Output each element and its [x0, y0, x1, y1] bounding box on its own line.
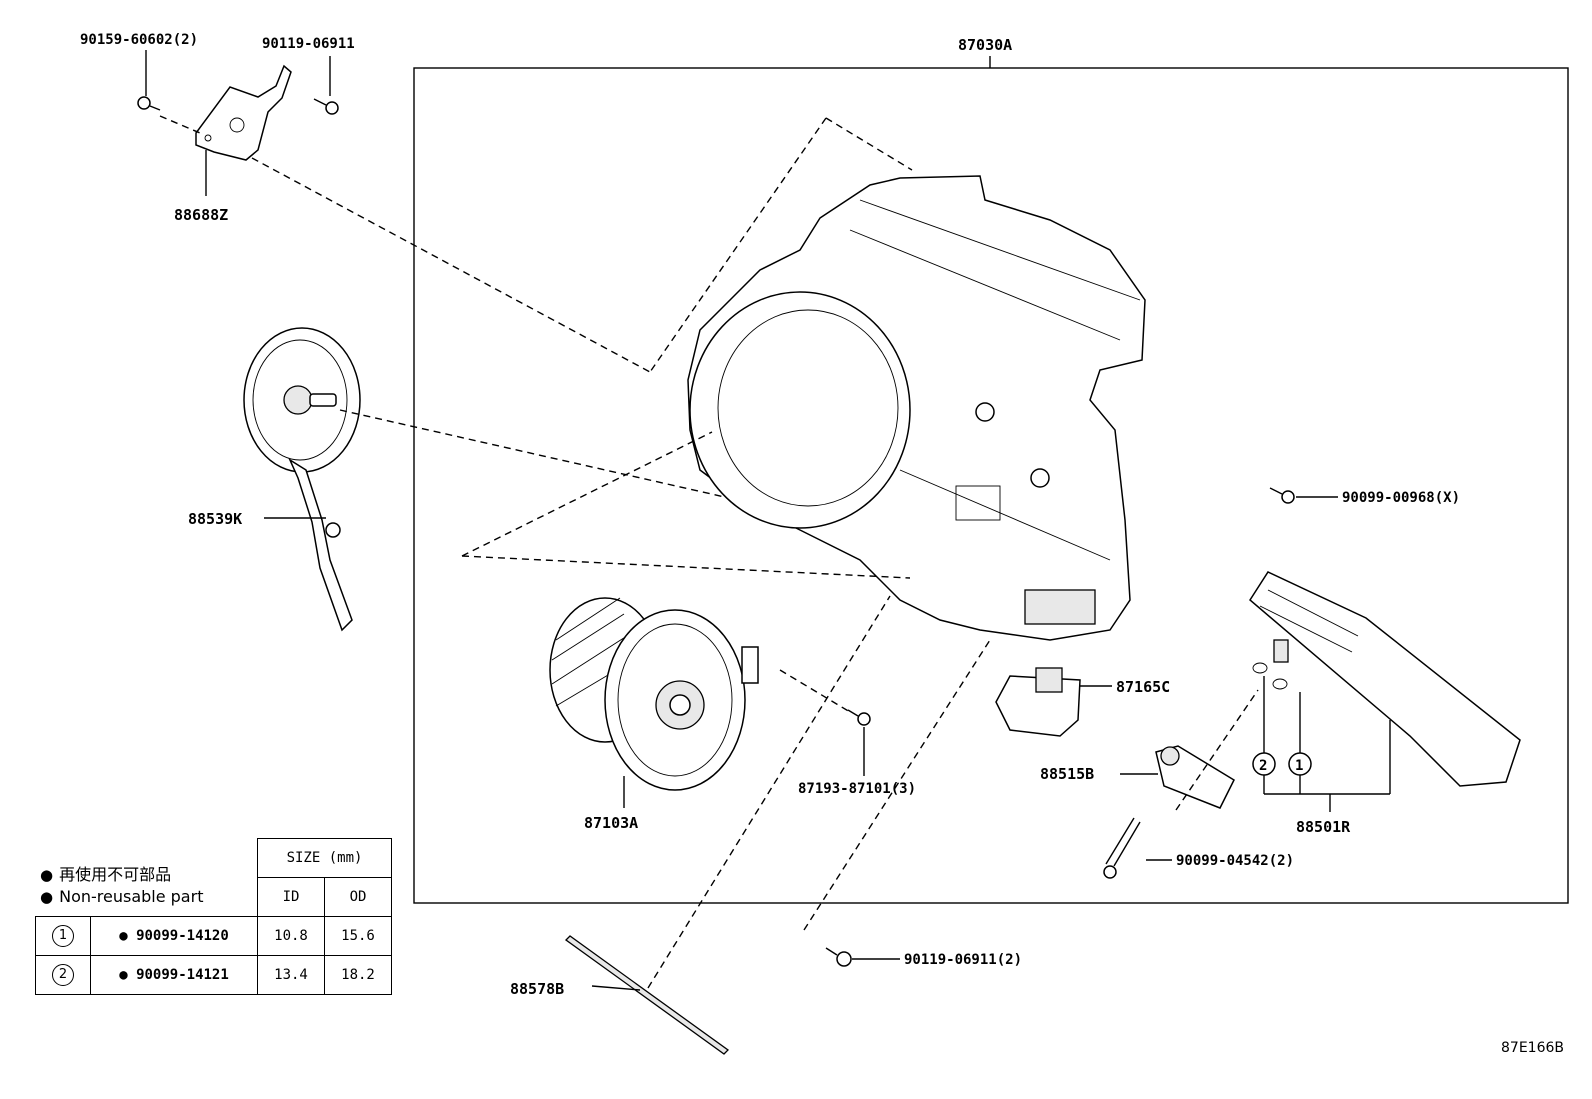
- screw-icon: [847, 709, 871, 726]
- size-table: SIZE (mm) ID OD 1 ● 90099-14120 10.8 15.…: [35, 838, 392, 995]
- label-88539K: 88539K: [188, 510, 242, 528]
- svg-text:2: 2: [1259, 758, 1267, 774]
- label-90099-00968: 90099-00968(X): [1342, 490, 1460, 506]
- actuator-shape: [995, 667, 1081, 737]
- col-id: ID: [257, 877, 325, 917]
- screw-icon: [137, 96, 161, 111]
- diagram-ref-code: 87E166B: [1501, 1040, 1564, 1056]
- row-id: 13.4: [257, 955, 325, 995]
- row-od: 15.6: [324, 916, 392, 956]
- screw-icon: [1269, 487, 1295, 504]
- bracket-shape: [195, 64, 292, 161]
- blower-fan-shape: [549, 597, 759, 791]
- motor-unit-shape: [243, 327, 361, 632]
- label-90099-04542: 90099-04542(2): [1176, 853, 1294, 869]
- col-od: OD: [324, 877, 392, 917]
- label-87030A: 87030A: [958, 36, 1012, 54]
- legend-note-en: ●Non-reusable part: [40, 887, 204, 906]
- screw-icon: [825, 947, 852, 967]
- label-87193-87101: 87193-87101(3): [798, 781, 916, 797]
- evaporator-shape: [1249, 571, 1521, 787]
- blower-housing-shape: [687, 175, 1146, 641]
- o-ring-2-marker: 2: [1252, 752, 1276, 776]
- label-88688Z: 88688Z: [174, 206, 228, 224]
- expansion-valve-shape: [1155, 745, 1235, 809]
- label-88515B: 88515B: [1040, 765, 1094, 783]
- row-od: 18.2: [324, 955, 392, 995]
- row-part: 90099-14120: [136, 928, 229, 944]
- label-90119-06911: 90119-06911: [262, 36, 355, 52]
- label-88501R: 88501R: [1296, 818, 1351, 836]
- screw-icon: [313, 98, 339, 115]
- row-number: 2: [52, 964, 74, 986]
- label-90119-06911-2: 90119-06911(2): [904, 952, 1022, 968]
- label-88578B: 88578B: [510, 980, 564, 998]
- assembly-frame: [413, 67, 1569, 904]
- label-90159-60602: 90159-60602(2): [80, 32, 198, 48]
- bolt-shape: [1103, 817, 1141, 879]
- label-87165C: 87165C: [1116, 678, 1170, 696]
- table-row: 1 ● 90099-14120 10.8 15.6: [35, 916, 392, 956]
- row-part: 90099-14121: [136, 967, 229, 983]
- gasket-shape: [565, 935, 729, 1055]
- o-ring-1-marker: 1: [1288, 752, 1312, 776]
- row-id: 10.8: [257, 916, 325, 956]
- row-number: 1: [52, 925, 74, 947]
- table-row: 2 ● 90099-14121 13.4 18.2: [35, 955, 392, 995]
- legend-note-jp: ●再使用不可部品: [40, 865, 172, 884]
- size-header: SIZE (mm): [257, 838, 392, 878]
- svg-text:1: 1: [1295, 758, 1303, 774]
- legend-notes: ●再使用不可部品 ●Non-reusable part: [40, 864, 203, 908]
- label-87103A: 87103A: [584, 814, 638, 832]
